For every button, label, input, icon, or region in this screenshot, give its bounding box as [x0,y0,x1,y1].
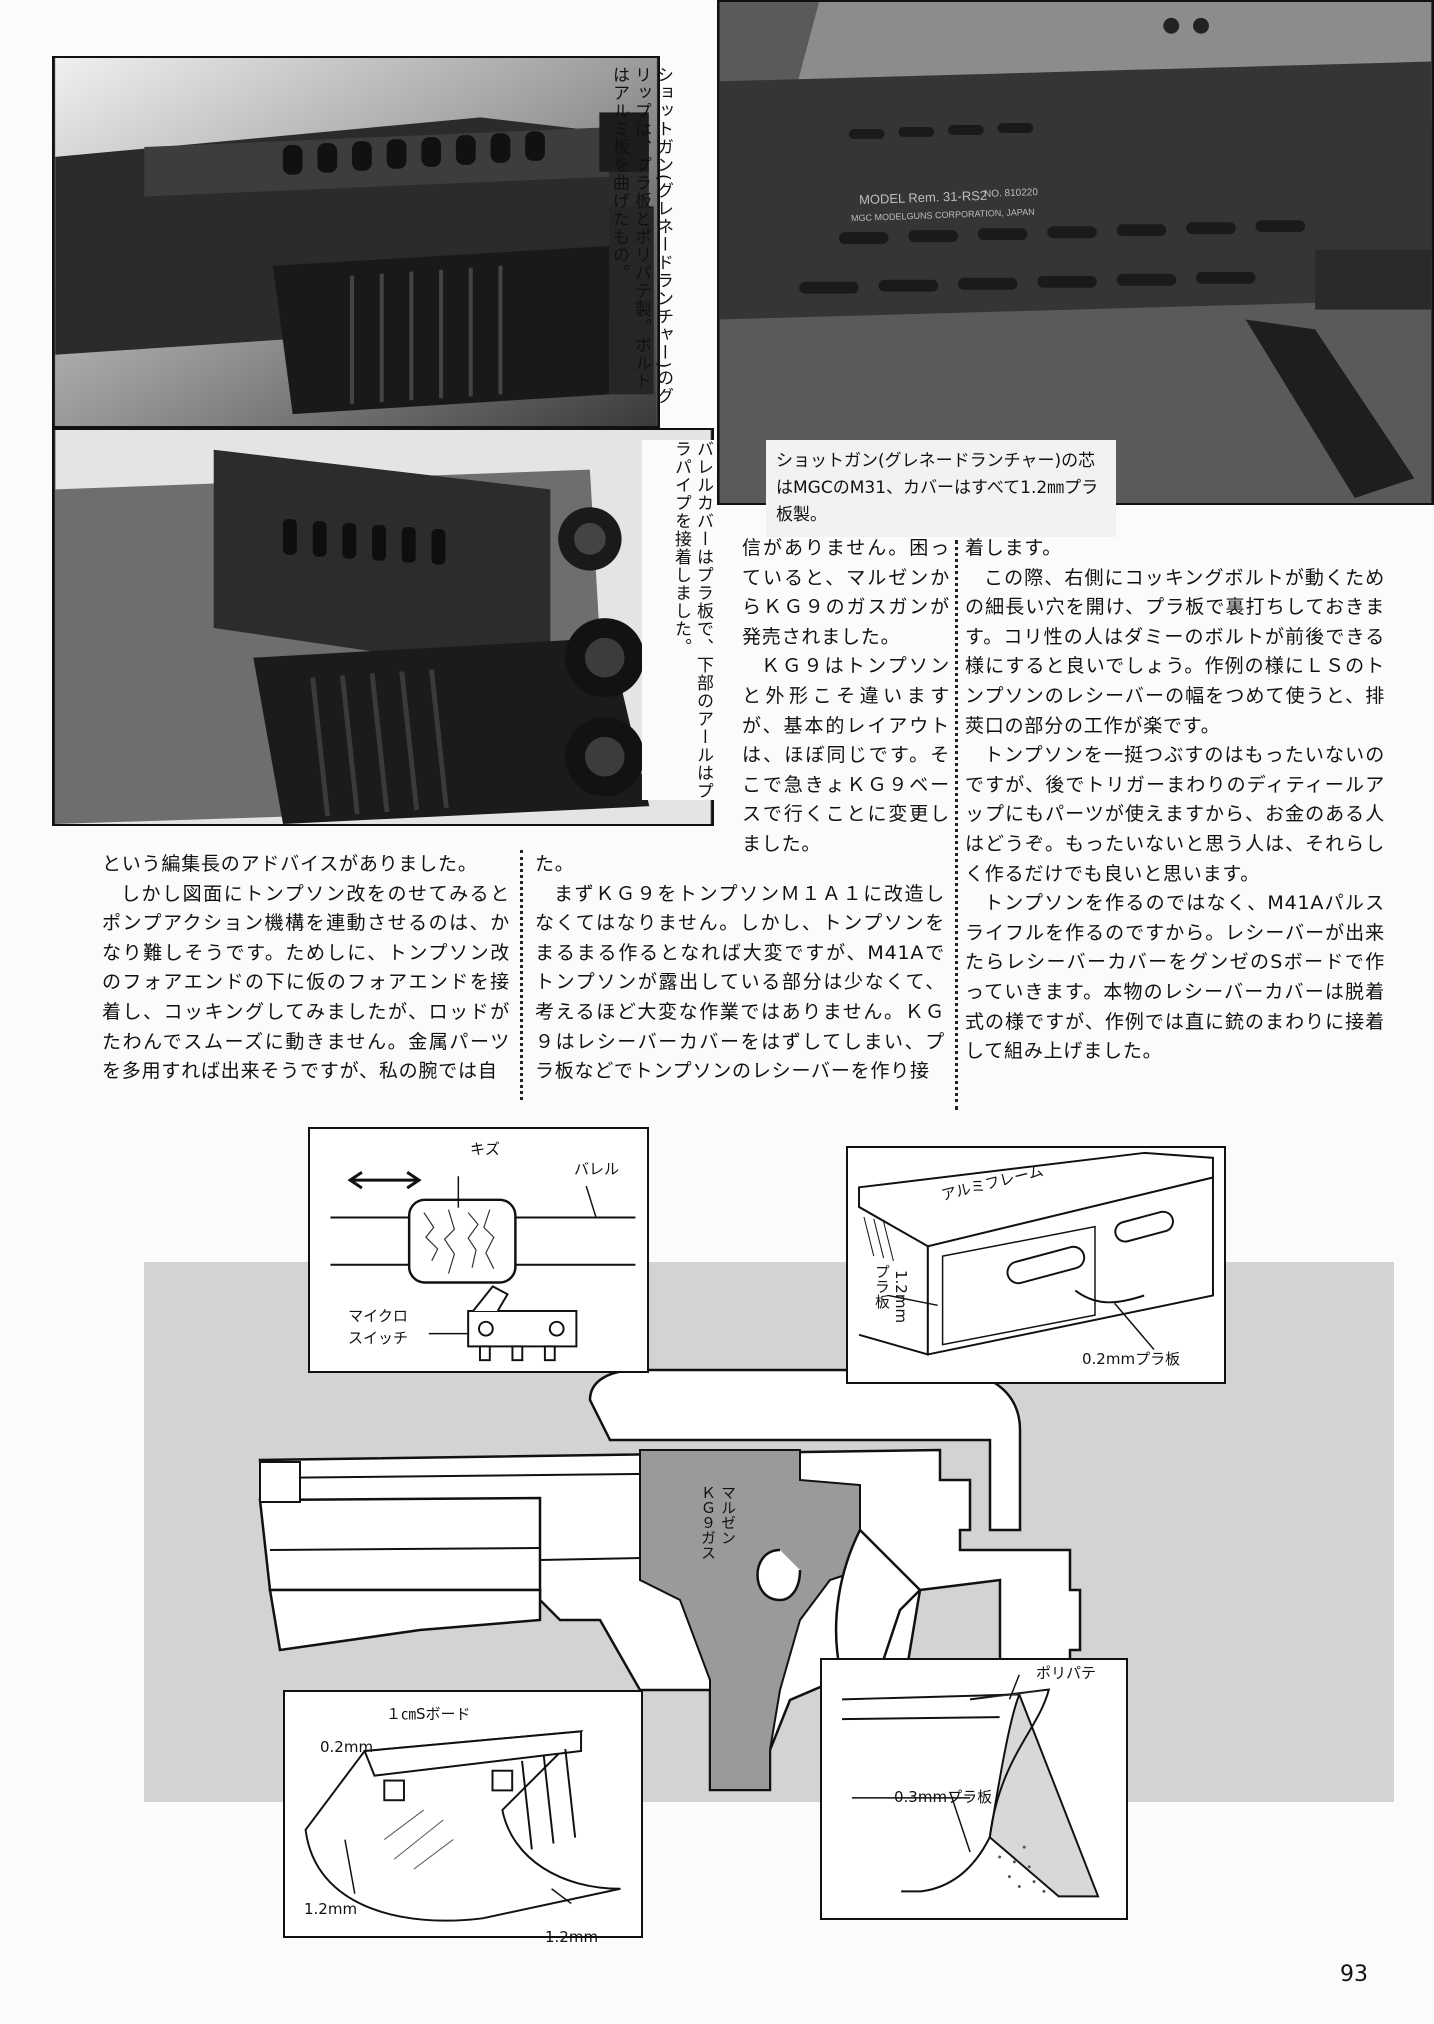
photo-grip [52,56,660,428]
label-pla-0-3: 0.3mmプラ板 [894,1788,993,1806]
article-para: ＫＧ９はトンプソンと外形こそ違いますが、基本的レイアウトは、ほぼ同じです。そこで… [742,655,950,855]
label-0-2mm: 0.2mm [320,1738,374,1756]
callout-poly-putty [820,1658,1128,1920]
article-para: まずＫＧ９をトンプソンＭ１Ａ１に改造しなくてはなりません。しかし、トンプソンをま… [535,882,945,1083]
poly-putty-drawing [842,1674,1100,1898]
article-para: トンプソンを一挺つぶすのはもったいないのですが、後でトリガーまわりのディティール… [965,744,1385,885]
label-1-2mm-left: 1.2mm [304,1900,358,1918]
micro-switch-drawing [330,1171,636,1362]
stamp-no: NO. 810220 [983,187,1039,200]
photo-barrel-cover [52,428,714,826]
article-para: 着します。 [965,537,1063,559]
photo-grip-image [55,58,657,426]
caption-receiver: ショットガン(グレネードランチャー)の芯はMGCのM31、カバーはすべて1.2㎜… [766,440,1116,537]
label-kizu: キズ [470,1140,501,1158]
article-para: この際、右側にコッキングボルトが動くための細長い穴を開け、プラ板で裏打ちしておき… [965,566,1385,737]
article-para: という編集長のアドバイスがありました。 [102,853,478,875]
label-pla-0-2: 0.2mmプラ板 [1082,1350,1181,1368]
article-col-right: 着します。 この際、右側にコッキングボルトが動くための細長い穴を開け、プラ板で裏… [965,534,1385,1067]
label-poly-putty: ポリパテ [1036,1664,1097,1682]
alumi-frame-drawing [858,1151,1214,1356]
label-marzen: マルゼン ＫＧ９ガス [699,1485,737,1560]
column-divider [955,540,958,1110]
callout-s-board [283,1690,643,1938]
label-s-board: １㎝Sボード [386,1705,471,1723]
callout-alumi-frame [846,1146,1226,1384]
photo-receiver: MODEL Rem. 31-RS2 NO. 810220 MGC MODELGU… [717,0,1434,505]
photo-receiver-image [719,2,1432,503]
article-col-left: という編集長のアドバイスがありました。 しかし図面にトンプソン改をのせてみるとポ… [102,850,510,1087]
caption-grip: ショットガン(グレネードランチャー)のグリップは、プラ板とポリパテ製。ボルトはア… [609,66,673,406]
article-para: しかし図面にトンプソン改をのせてみるとポンプアクション機構を連動させるのは、かな… [102,882,510,1083]
column-divider [520,850,523,1100]
label-pla-1-2-b: 1.2mm [892,1270,910,1324]
label-pla-1-2-a: プラ板 [873,1264,891,1309]
s-board-drawing [304,1730,621,1922]
article-col-mid-top: 信がありません。困っていると、マルゼンからＫＧ９のガスガンが発売されました。 Ｋ… [742,534,950,860]
callout-micro-switch [308,1127,649,1373]
label-barrel: バレル [574,1160,620,1178]
label-micro-switch: マイクロ スイッチ [348,1307,409,1347]
article-para: トンプソンを作るのではなく、M41Aパルスライフルを作るのですから。レシーバーが… [965,892,1385,1063]
photo-barrel-cover-image [55,430,711,824]
article-para: た。 [535,853,575,875]
label-1-2mm-right: 1.2mm [545,1928,599,1946]
article-para: 信がありません。困っていると、マルゼンからＫＧ９のガスガンが発売されました。 [742,537,950,648]
caption-barrel-cover: バレルカバーはプラ板で、下部のアールはプラパイプを接着しました。 [642,440,714,800]
page-number: 93 [1340,1962,1368,1987]
article-col-mid: た。 まずＫＧ９をトンプソンＭ１Ａ１に改造しなくてはなりません。しかし、トンプソ… [535,850,945,1087]
